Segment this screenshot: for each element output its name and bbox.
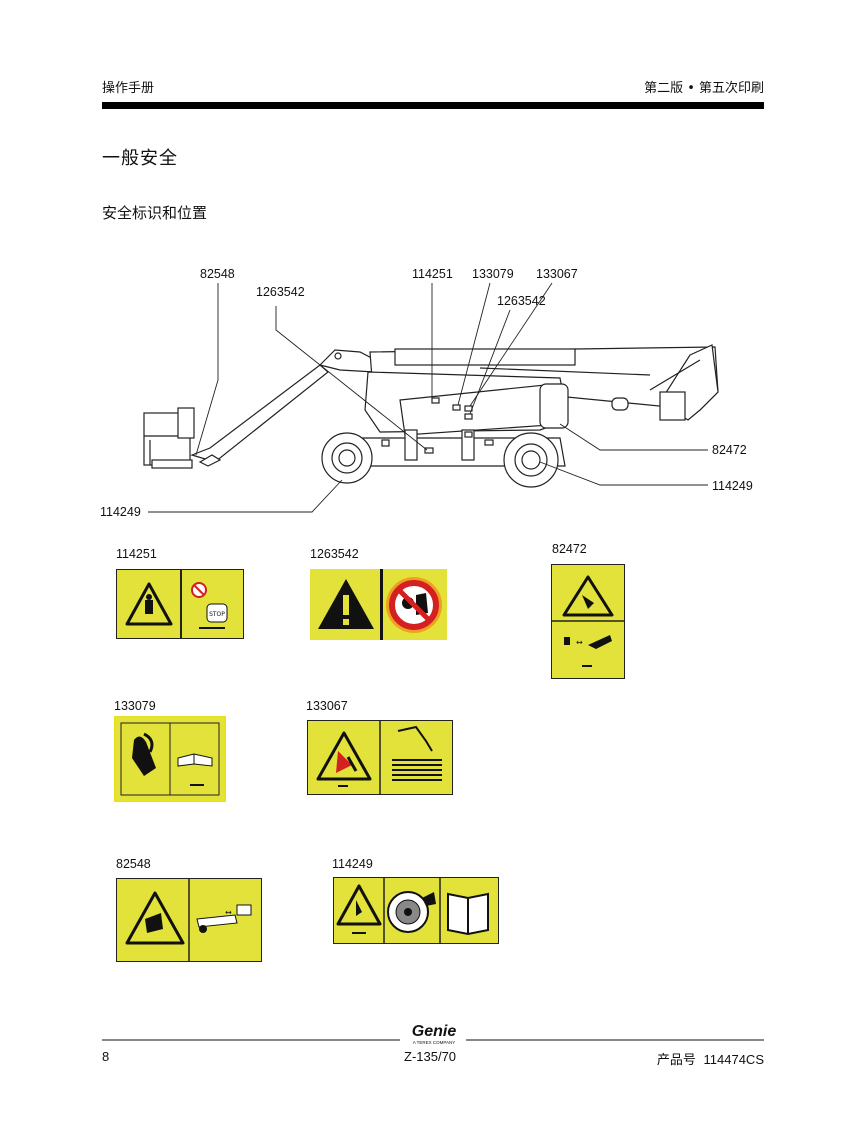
decal-114249 xyxy=(333,877,499,944)
decal-label-82472: 82472 xyxy=(552,542,587,556)
crush-hand-icon: ↔ xyxy=(552,565,624,678)
tipover-warning-icon xyxy=(308,721,452,794)
decal-82472: ↔ xyxy=(551,564,625,679)
genie-logo-sub: A TEREX COMPANY xyxy=(404,1040,464,1046)
decal-82548: ↔ xyxy=(116,878,262,962)
part-number: 114474CS xyxy=(704,1052,764,1067)
crush-jib-icon: ↔ xyxy=(117,879,261,961)
callout-82548: 82548 xyxy=(200,267,235,281)
callout-114251: 114251 xyxy=(412,267,453,281)
callout-1263542-left: 1263542 xyxy=(256,285,305,299)
decal-133067 xyxy=(307,720,453,795)
decal-133079 xyxy=(114,716,226,802)
genie-logo: Genie A TEREX COMPANY xyxy=(404,1024,464,1046)
callout-114249-left: 114249 xyxy=(100,505,141,519)
decal-label-82548: 82548 xyxy=(116,857,151,871)
part-number-block: 产品号 114474CS xyxy=(657,1049,764,1068)
callout-114249-right: 114249 xyxy=(712,479,753,493)
callout-133067: 133067 xyxy=(536,267,578,281)
part-number-label: 产品号 xyxy=(657,1052,696,1067)
model-name: Z-135/70 xyxy=(404,1049,456,1064)
genie-logo-text: Genie xyxy=(404,1024,464,1040)
wheel-manual-icon xyxy=(334,878,498,943)
electrocution-prohibit-icon xyxy=(310,569,447,640)
decal-1263542 xyxy=(310,569,447,640)
svg-text:STOP: STOP xyxy=(209,611,225,618)
crush-warning-icon: STOP xyxy=(117,570,243,638)
svg-text:↔: ↔ xyxy=(225,908,232,917)
decal-label-114251: 114251 xyxy=(116,547,157,561)
decal-label-133067: 133067 xyxy=(306,699,348,713)
decal-label-133079: 133079 xyxy=(114,699,156,713)
page-number: 8 xyxy=(102,1049,109,1064)
decal-114251: STOP xyxy=(116,569,244,639)
callout-1263542-right: 1263542 xyxy=(497,294,546,308)
svg-text:↔: ↔ xyxy=(576,638,583,647)
callout-82472: 82472 xyxy=(712,443,747,457)
callout-133079: 133079 xyxy=(472,267,514,281)
decal-label-114249: 114249 xyxy=(332,857,373,871)
hand-manual-icon xyxy=(116,718,224,800)
decal-label-1263542: 1263542 xyxy=(310,547,359,561)
